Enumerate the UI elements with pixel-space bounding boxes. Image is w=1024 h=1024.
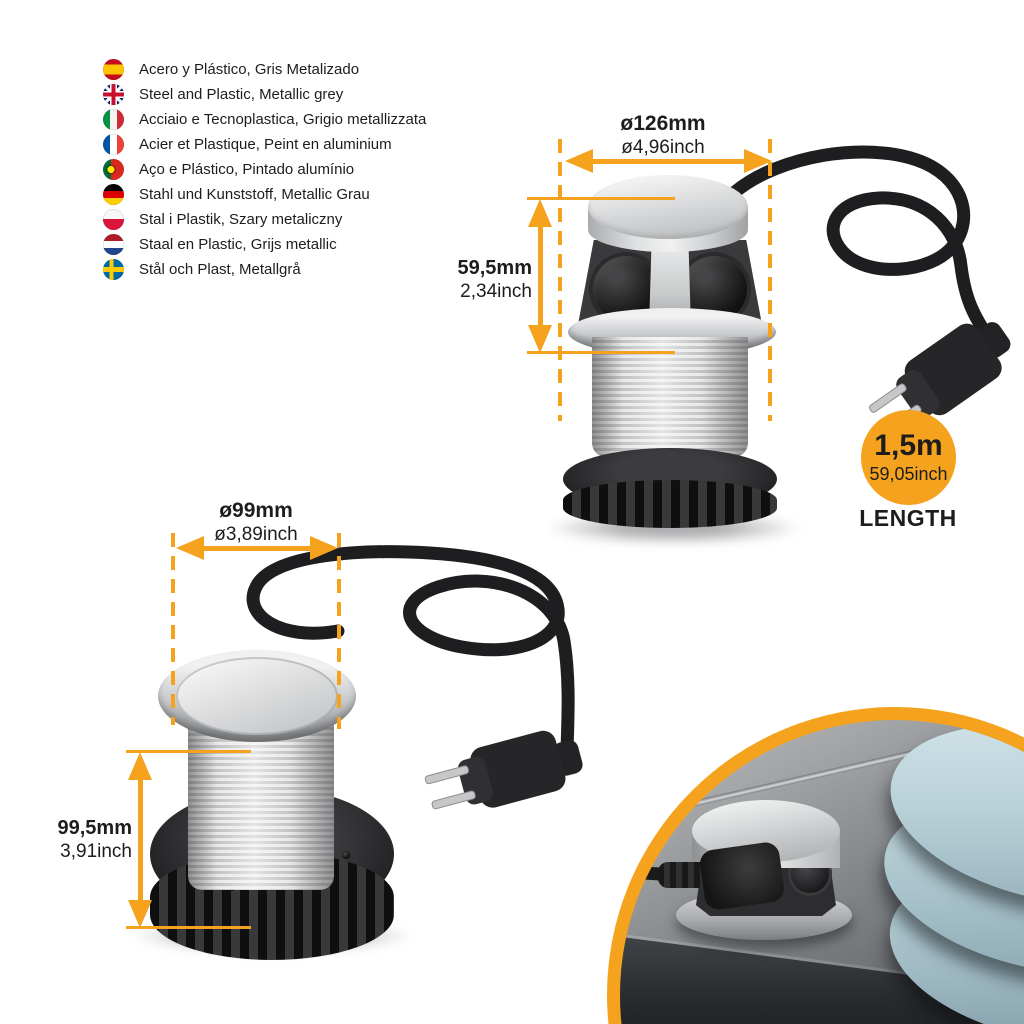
extended-socket-illustration xyxy=(545,140,1011,570)
arrow-shaft xyxy=(587,159,750,164)
arrow-shaft xyxy=(198,546,316,551)
top-diameter-inch: ø4,96inch xyxy=(621,136,705,158)
cable-length-caption: LENGTH xyxy=(859,505,957,531)
top-height-inch: 2,34inch xyxy=(460,280,532,302)
material-label-italian: Acciaio e Tecnoplastica, Grigio metalliz… xyxy=(139,111,427,128)
cable-length-inches: 59,05inch xyxy=(869,463,948,484)
material-row-dutch: Staal en Plastic, Grijs metallic xyxy=(103,232,426,257)
flag-italy-icon xyxy=(103,109,124,130)
flag-spain-icon xyxy=(103,59,124,80)
cable-length-badge: 1,5m 59,05inch xyxy=(861,410,956,505)
height-tick-top xyxy=(527,197,675,200)
closed-lid xyxy=(176,657,338,735)
material-row-english: Steel and Plastic, Metallic grey xyxy=(103,82,426,107)
material-label-dutch: Staal en Plastic, Grijs metallic xyxy=(139,236,337,253)
bottom-diameter-arrow xyxy=(176,536,338,560)
bottom-diameter-inch: ø3,89inch xyxy=(214,523,298,545)
flag-germany-icon xyxy=(103,184,124,205)
inset-photo-scene xyxy=(620,720,1024,1024)
material-label-portuguese: Aço e Plástico, Pintado alumínio xyxy=(139,161,355,178)
arrow-head-right-icon xyxy=(310,536,338,560)
top-diameter-label: ø126mm ø4,96inch xyxy=(563,112,763,159)
arrow-shaft xyxy=(538,221,543,331)
power-cord-top xyxy=(728,145,1011,435)
bottom-diameter-label: ø99mm ø3,89inch xyxy=(156,499,356,546)
material-row-french: Acier et Plastique, Peint en aluminium xyxy=(103,132,426,157)
flag-netherlands-icon xyxy=(103,234,124,255)
material-row-swedish: Stål och Plast, Metallgrå xyxy=(103,257,426,282)
ribbed-column xyxy=(592,337,748,457)
bottom-height-label: 99,5mm 3,91inch xyxy=(26,817,133,863)
extension-line-right xyxy=(768,139,772,421)
height-tick-top xyxy=(126,750,251,753)
flag-sweden-icon xyxy=(103,259,124,280)
flag-uk-icon xyxy=(103,84,124,105)
bottom-height-mm: 99,5mm xyxy=(57,817,133,839)
arrow-head-right-icon xyxy=(744,149,772,173)
arrow-head-down-icon xyxy=(128,900,152,928)
material-row-portuguese: Aço e Plástico, Pintado alumínio xyxy=(103,157,426,182)
closed-socket-illustration xyxy=(130,545,583,975)
height-tick-bottom xyxy=(527,351,675,354)
top-height-label: 59,5mm 2,34inch xyxy=(398,257,533,303)
cable-length-value: 1,5m xyxy=(874,428,943,462)
top-height-mm: 59,5mm xyxy=(457,257,533,279)
material-label-spanish: Acero y Plástico, Gris Metalizado xyxy=(139,61,360,78)
arrow-shaft xyxy=(138,774,143,906)
extension-line-left xyxy=(171,533,175,725)
bottom-height-inch: 3,91inch xyxy=(60,840,132,862)
material-row-italian: Acciaio e Tecnoplastica, Grigio metalliz… xyxy=(103,107,426,132)
top-diameter-arrow xyxy=(565,149,772,173)
material-label-swedish: Stål och Plast, Metallgrå xyxy=(139,261,301,278)
materials-list: Acero y Plástico, Gris Metalizado Steel … xyxy=(103,57,426,282)
mounting-base-ring xyxy=(563,480,777,528)
material-label-french: Acier et Plastique, Peint en aluminium xyxy=(139,136,392,153)
inset-plugged-plug xyxy=(698,840,786,912)
schuko-plug-top xyxy=(868,322,1011,435)
material-row-spanish: Acero y Plástico, Gris Metalizado xyxy=(103,57,426,82)
material-row-polish: Stal i Plastik, Szary metaliczny xyxy=(103,207,426,232)
flag-france-icon xyxy=(103,134,124,155)
installed-socket-inset-photo xyxy=(607,707,1024,1024)
material-label-english: Steel and Plastic, Metallic grey xyxy=(139,86,344,103)
schuko-plug-bottom xyxy=(424,730,583,810)
bottom-height-arrow xyxy=(128,752,152,928)
base-screw-right xyxy=(342,851,350,859)
material-label-german: Stahl und Kunststoff, Metallic Grau xyxy=(139,186,370,203)
height-tick-bottom xyxy=(126,926,251,929)
arrow-head-down-icon xyxy=(528,325,552,353)
material-label-polish: Stal i Plastik, Szary metaliczny xyxy=(139,211,343,228)
cap-top xyxy=(588,175,748,239)
top-height-arrow xyxy=(528,199,552,353)
flag-poland-icon xyxy=(103,209,124,230)
power-cord-bottom xyxy=(246,545,583,810)
extension-line-left xyxy=(558,139,562,421)
top-diameter-mm: ø126mm xyxy=(620,112,706,135)
extension-line-right xyxy=(337,533,341,729)
material-row-german: Stahl und Kunststoff, Metallic Grau xyxy=(103,182,426,207)
bottom-diameter-mm: ø99mm xyxy=(219,499,293,522)
flag-portugal-icon xyxy=(103,159,124,180)
